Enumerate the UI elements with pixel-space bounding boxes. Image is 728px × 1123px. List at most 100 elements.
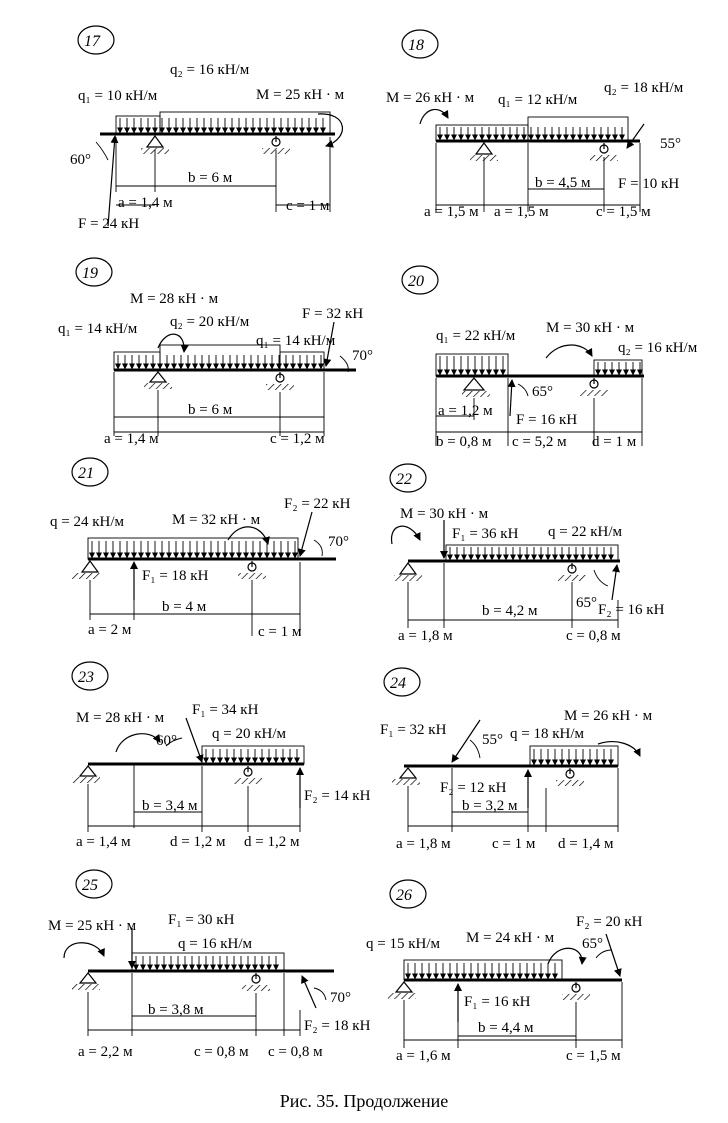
variant-number: 23: [78, 669, 94, 686]
roller-support: [266, 384, 294, 390]
force-label: F₁ = 18 кН: [142, 568, 209, 584]
dimension-label: c = 0,8 м: [566, 628, 621, 644]
dimension-label: d = 1,2 м: [244, 834, 300, 850]
force-label: F₁ = 30 кН: [168, 912, 235, 928]
roller-support: [234, 778, 262, 784]
moment-arrow: [115, 733, 161, 753]
load-label: q₁ = 22 кН/м: [436, 328, 516, 344]
load-label: q = 15 кН/м: [366, 936, 440, 952]
distributed-load: [115, 115, 161, 135]
variant-21: 21 q = 24 кН/м M = 32 кН · м F₂ = 22 кН …: [50, 457, 351, 640]
distributed-load-arrows: [115, 355, 324, 370]
force-arrow: [301, 975, 317, 1009]
force-arrow: [605, 933, 622, 977]
dimension-label: a = 1,5 м: [424, 204, 479, 220]
pinned-support: [394, 575, 422, 581]
dimension-label: c = 0,8 м: [194, 1044, 249, 1060]
pinned-support: [72, 777, 100, 783]
dimension-label: a = 1,4 м: [76, 834, 131, 850]
force-label: F = 32 кН: [302, 306, 363, 322]
force-label: F₂ = 16 кН: [598, 602, 665, 618]
dimension-label: a = 1,6 м: [396, 1048, 451, 1064]
variant-number: 21: [78, 465, 94, 482]
dimension-label: a = 1,4 м: [118, 195, 173, 211]
angle-label: 55°: [660, 136, 681, 152]
angle-label: 55°: [482, 732, 503, 748]
load-label: q₁ = 10 кН/м: [78, 88, 158, 104]
variant-24: 24 F₁ = 32 кН 55° q = 18 кН/м M = 26 кН …: [380, 667, 653, 852]
angle-label: 65°: [576, 595, 597, 611]
moment-arrow: [597, 741, 641, 757]
roller-support: [556, 780, 584, 786]
variant-number: 22: [396, 471, 412, 488]
variant-number: 17: [84, 33, 101, 50]
pinned-support: [144, 383, 172, 389]
dimension-label: b = 4,5 м: [535, 175, 591, 191]
dimension-label: c = 0,8 м: [268, 1044, 323, 1060]
force-arrow: [451, 719, 481, 763]
moment-arrow: [317, 113, 343, 148]
variant-23: 23 M = 28 кН · м F₁ = 34 кН 60° q = 20 к…: [71, 661, 371, 850]
force-label: F₁ = 16 кН: [464, 994, 531, 1010]
dimension-label: a = 1,4 м: [104, 431, 159, 447]
moment-arrow: [419, 108, 449, 125]
force-label: F₁ = 32 кН: [380, 722, 447, 738]
force-label: F₂ = 14 кН: [304, 788, 371, 804]
dimension-label: c = 1,5 м: [566, 1048, 621, 1064]
moment-label: M = 26 кН · м: [564, 708, 653, 724]
moment-arrow: [157, 333, 189, 353]
pinned-support: [72, 573, 100, 579]
dimension-label: b = 4,4 м: [478, 1020, 534, 1036]
distributed-load-arrows: [117, 118, 326, 134]
load-label: q₁ = 12 кН/м: [498, 92, 578, 108]
force-label: F₁ = 36 кН: [452, 526, 519, 542]
force-label: F₂ = 12 кН: [440, 780, 507, 796]
roller-support: [580, 390, 608, 396]
variant-20: 20 q₁ = 22 кН/м M = 30 кН · м q₂ = 16 кН…: [401, 265, 698, 450]
load-label: q₁ = 14 кН/м: [58, 321, 138, 337]
dimension-label: b = 0,8 м: [436, 434, 492, 450]
dimension-label: b = 6 м: [188, 170, 233, 186]
force-arrow: [626, 123, 645, 149]
dimension-label: a = 1,8 м: [398, 628, 453, 644]
angle-label: 70°: [352, 348, 373, 364]
dimension-label: c = 1 м: [492, 836, 536, 852]
dimension-label: c = 1,2 м: [270, 431, 325, 447]
distributed-load-arrows: [203, 749, 300, 764]
force-label: F = 24 кН: [78, 216, 139, 232]
variant-number: 25: [82, 877, 98, 894]
angle-label: 65°: [582, 936, 603, 952]
dimension-label: b = 6 м: [188, 402, 233, 418]
distributed-load-arrows: [133, 956, 279, 971]
dimension-label: d = 1,2 м: [170, 834, 226, 850]
dimension-label: a = 2,2 м: [78, 1044, 133, 1060]
variant-number: 18: [408, 37, 424, 54]
dimension-label: c = 1,5 м: [596, 204, 651, 220]
moment-label: M = 28 кН · м: [76, 710, 165, 726]
pinned-support: [462, 391, 490, 397]
load-label: q = 16 кН/м: [178, 936, 252, 952]
load-label: q₁ = 14 кН/м: [256, 333, 336, 349]
load-label: q = 24 кН/м: [50, 514, 124, 530]
distributed-load-arrows: [89, 541, 298, 559]
moment-label: M = 26 кН · м: [386, 90, 475, 106]
load-label: q₂ = 16 кН/м: [618, 340, 698, 356]
moment-label: M = 32 кН · м: [172, 512, 261, 528]
roller-support: [242, 985, 270, 991]
load-label: q₂ = 16 кН/м: [170, 62, 250, 78]
angle-label: 65°: [532, 384, 553, 400]
dimension-label: b = 4 м: [162, 599, 207, 615]
angle-label: 60°: [156, 733, 177, 749]
dimension-label: d = 1,4 м: [558, 836, 614, 852]
moment-arrow: [545, 344, 593, 359]
pinned-support: [388, 993, 416, 999]
dimension-label: c = 1 м: [258, 624, 302, 640]
moment-label: M = 24 кН · м: [466, 930, 555, 946]
load-label: q₂ = 18 кН/м: [604, 80, 684, 96]
variant-number-circle: [77, 25, 115, 55]
force-arrow: [611, 564, 620, 601]
distributed-load: [159, 111, 331, 135]
force-arrow: [185, 717, 204, 763]
moment-label: M = 28 кН · м: [130, 291, 219, 307]
